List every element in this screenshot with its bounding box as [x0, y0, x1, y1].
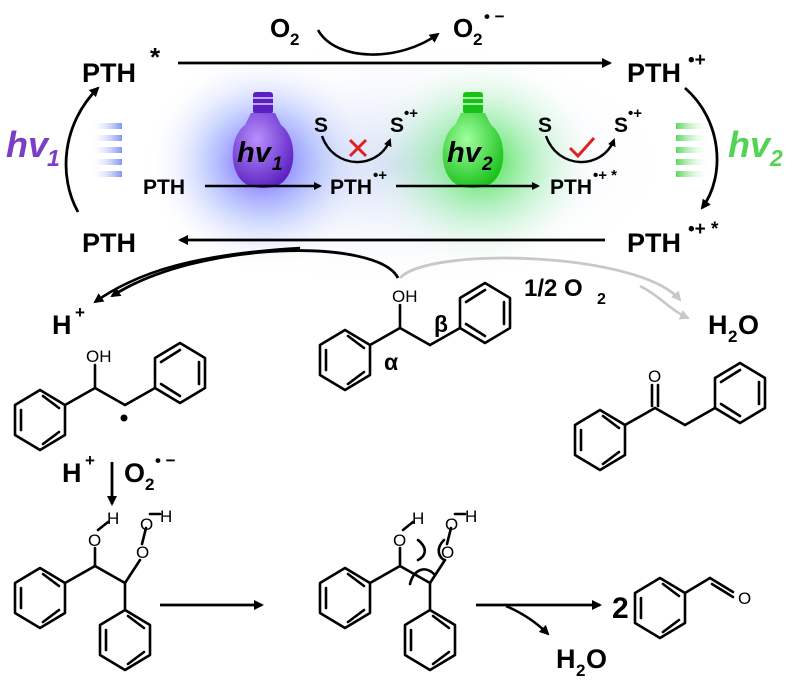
h-plus-2-sup: +	[85, 451, 95, 470]
ts-o: O	[393, 531, 406, 550]
arrow-o2-reduction	[316, 29, 440, 56]
transition-state-molecule	[318, 512, 467, 672]
bulb1-hv-subscript: 1	[272, 154, 283, 175]
arrow-s-oxidation-failed	[320, 135, 392, 164]
mid-pth-3-sup: •+ *	[593, 167, 617, 184]
arrow-substrate-to-radical	[110, 249, 400, 298]
pth-bottom-right-sup: •+ *	[688, 219, 719, 240]
beta-label: β	[434, 311, 448, 337]
hv1-side-subscript: 1	[47, 145, 60, 171]
substrate-oh: OH	[392, 287, 418, 306]
pth-bottom-left: PTH	[82, 228, 136, 258]
hp1-h2: H	[160, 507, 172, 526]
s-left-2: S	[390, 114, 404, 137]
o2-mid-sup: • −	[155, 451, 176, 470]
ts-h: H	[412, 509, 424, 528]
substrate-molecule	[318, 281, 512, 392]
s-right-2-sup: •+	[628, 105, 642, 122]
h2o-right-end: O	[738, 310, 759, 340]
hp1-o3: O	[140, 515, 153, 534]
half-o2: 1/2 O	[524, 275, 583, 302]
o2-right: O	[453, 13, 473, 43]
arrow-radical-excitation	[684, 86, 719, 210]
radical-oh: OH	[86, 347, 112, 366]
benzaldehyde-molecule	[633, 576, 735, 640]
pth-top-left: PTH	[82, 58, 136, 88]
bulb2-hv-label: hv	[447, 137, 483, 169]
mid-pth-2-sup: •+	[373, 167, 387, 184]
h2o-bottom: H	[556, 644, 576, 674]
hv1-side-label: hv	[6, 124, 50, 165]
pth-top-right-sup: •+	[688, 50, 706, 71]
o2-left-sub: 2	[290, 30, 299, 49]
bulb2-hv-subscript: 2	[481, 154, 493, 175]
bulb1-hv-label: hv	[237, 137, 273, 169]
arrow-release-water-gray	[639, 284, 690, 320]
half-o2-sub: 2	[597, 291, 606, 308]
o2-mid-sub: 2	[145, 475, 154, 494]
pth-bottom-right: PTH	[627, 228, 681, 258]
pth-top-right: PTH	[627, 58, 681, 88]
h2o-bottom-sub: 2	[576, 661, 585, 680]
arrow-pth-excitation	[64, 86, 100, 213]
green-bulb-icon	[442, 92, 504, 188]
violet-irradiation-bars	[90, 123, 122, 177]
h2o-right-sub: 2	[728, 327, 737, 346]
o2-mid: O	[124, 458, 145, 488]
mid-pth-3: PTH	[550, 176, 592, 199]
ts-h2: H	[465, 507, 477, 526]
o2-right-sup: • −	[484, 7, 505, 26]
o2-right-sub: 2	[473, 30, 482, 49]
h-plus-1: H	[52, 310, 72, 340]
s-right-1: S	[538, 114, 552, 137]
hv2-side-subscript: 2	[769, 145, 783, 171]
violet-bulb-icon	[232, 92, 294, 188]
cross-mark-icon	[348, 138, 368, 158]
ts-o2: O	[441, 543, 454, 562]
h2o-right: H	[708, 310, 728, 340]
h-plus-2: H	[62, 458, 82, 488]
arrow-s-oxidation-success	[544, 135, 616, 164]
ketone-o: O	[648, 367, 661, 386]
radical-intermediate-molecule	[13, 341, 207, 452]
pth-top-left-star: *	[150, 42, 161, 72]
hp1-o2: O	[136, 543, 149, 562]
coefficient-2: 2	[612, 592, 629, 625]
h-plus-1-sup: +	[75, 303, 85, 322]
arrow-release-water	[505, 604, 550, 636]
mid-pth-2: PTH	[330, 176, 372, 199]
arrow-release-proton	[93, 246, 301, 304]
hydroperoxide-molecule	[13, 512, 162, 672]
ts-o3: O	[445, 515, 458, 534]
green-irradiation-bars	[676, 123, 710, 177]
alpha-label: α	[384, 349, 398, 375]
mid-pth-1: PTH	[143, 176, 185, 199]
s-left-2-sup: •+	[404, 105, 418, 122]
hv2-side-label: hv	[728, 124, 772, 165]
o2-left: O	[270, 13, 290, 43]
s-left-1: S	[314, 114, 328, 137]
aldehyde-o: O	[738, 589, 751, 608]
s-right-2: S	[614, 114, 628, 137]
hp1-h: H	[107, 509, 119, 528]
h2o-bottom-end: O	[586, 644, 607, 674]
hp1-o: O	[88, 531, 101, 550]
ketone-molecule	[573, 361, 767, 472]
arrow-substrate-to-ketone	[398, 256, 682, 302]
check-mark-icon	[568, 137, 596, 159]
